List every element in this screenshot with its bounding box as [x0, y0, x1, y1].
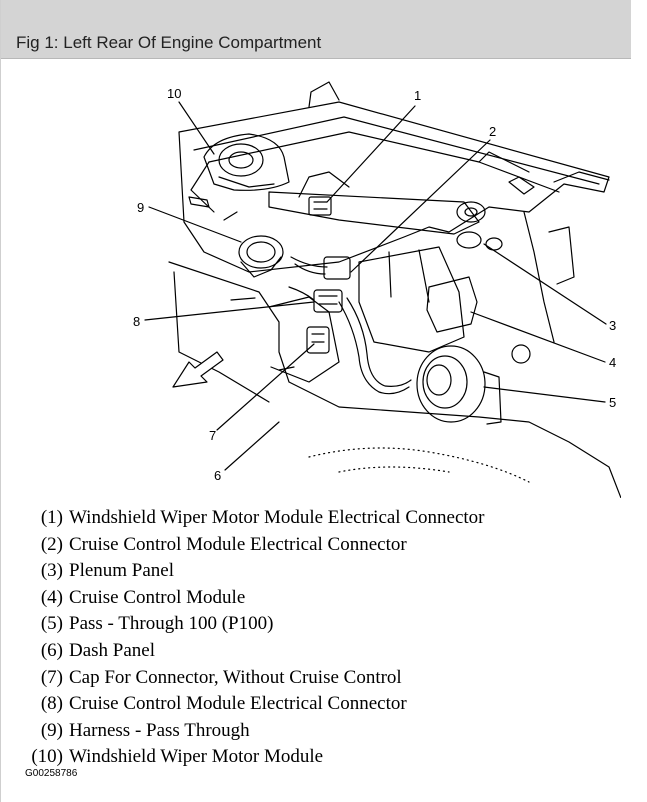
callout-3: 3 [609, 318, 616, 333]
wiper-linkage [269, 192, 479, 234]
legend-label: Windshield Wiper Motor Module [69, 746, 324, 768]
figure-frame: Fig 1: Left Rear Of Engine Compartment [0, 0, 632, 802]
legend-number: (1) [40, 507, 63, 528]
plenum-panel-outline [179, 102, 609, 272]
callout-4: 4 [609, 355, 616, 370]
callout-10: 10 [167, 86, 181, 101]
callout-7: 7 [209, 428, 216, 443]
legend-item: (4) Cruise Control Module [27, 585, 617, 612]
legend-item: (2) Cruise Control Module Electrical Conn… [27, 532, 617, 559]
callout-2: 2 [489, 124, 496, 139]
legend-number: (2) [40, 533, 63, 555]
wiring-harness [339, 302, 409, 394]
figure-title: Fig 1: Left Rear Of Engine Compartment [16, 33, 322, 52]
legend-label: Harness - Pass Through [69, 719, 250, 741]
legend-number: (8) [40, 693, 63, 715]
cruise-control-connector-upper [324, 257, 350, 279]
legend-label: Pass - Through 100 (P100) [69, 613, 274, 635]
callout-1: 1 [414, 88, 421, 103]
legend-label: Plenum Panel [69, 560, 175, 582]
legend-label: Cruise Control Module [69, 586, 246, 608]
legend-item: (7) Cap For Connector, Without Cruise Con… [27, 665, 617, 692]
legend-item: (6) Dash Panel [27, 638, 617, 665]
figure-id: G00258786 [25, 768, 78, 779]
legend-item: (5) Pass - Through 100 (P100) [27, 611, 617, 638]
harness-pass-through [239, 236, 283, 268]
legend-label: Cruise Control Module Electrical Connect… [69, 693, 407, 715]
cruise-control-connector-lower [314, 290, 342, 312]
legend-number: (5) [40, 613, 63, 635]
legend-label: Dash Panel [69, 639, 156, 661]
legend-number: (9) [40, 719, 63, 741]
legend-item: (10) Windshield Wiper Motor Module [27, 744, 617, 771]
engine-compartment-diagram: 1 2 3 4 5 6 7 8 9 10 [133, 62, 621, 498]
legend-item: (9) Harness - Pass Through [27, 718, 617, 745]
callout-6: 6 [214, 468, 221, 483]
legend-number: (3) [40, 560, 63, 582]
connector-cap [307, 327, 329, 353]
dash-panel [169, 262, 621, 498]
legend-item: (1) Windshield Wiper Motor Module Electri… [27, 505, 617, 532]
legend-label: Cap For Connector, Without Cruise Contro… [69, 666, 402, 688]
callout-5: 5 [609, 395, 616, 410]
pass-through-grommet [417, 346, 485, 422]
wiper-motor-module [204, 134, 289, 190]
legend-number: (7) [40, 666, 63, 688]
page-gutter [631, 0, 647, 802]
legend-label: Windshield Wiper Motor Module Electrical… [69, 507, 485, 528]
cruise-control-module [427, 277, 477, 332]
figure-header: Fig 1: Left Rear Of Engine Compartment [1, 0, 631, 59]
component-legend: (1) Windshield Wiper Motor Module Electri… [27, 505, 617, 771]
legend-number: (10) [31, 746, 63, 768]
legend-number: (6) [40, 639, 63, 661]
callout-9: 9 [137, 200, 144, 215]
forward-direction-arrow [173, 352, 223, 387]
callout-8: 8 [133, 314, 140, 329]
legend-number: (4) [40, 586, 63, 608]
legend-item: (3) Plenum Panel [27, 558, 617, 585]
wiper-motor-connector [309, 197, 331, 215]
legend-label: Cruise Control Module Electrical Connect… [69, 533, 407, 555]
legend-item: (8) Cruise Control Module Electrical Conn… [27, 691, 617, 718]
